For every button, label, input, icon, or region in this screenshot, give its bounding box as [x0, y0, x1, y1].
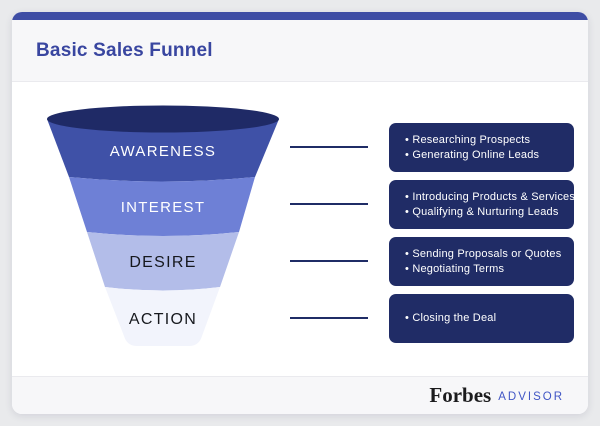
bullet-item: Generating Online Leads	[405, 148, 568, 163]
funnel-stage-desire-shape	[87, 232, 239, 291]
forbes-logo: Forbes	[429, 383, 492, 407]
bullet-item: Sending Proposals or Quotes	[405, 247, 568, 262]
detail-box-desire: Sending Proposals or Quotes Negotiating …	[389, 237, 574, 286]
bullet-item: Negotiating Terms	[405, 262, 568, 277]
card-footer: Forbes ADVISOR	[12, 376, 588, 414]
detail-box-awareness: Researching Prospects Generating Online …	[389, 123, 574, 172]
funnel-label-action: ACTION	[128, 311, 198, 328]
funnel-label-interest: INTEREST	[120, 199, 206, 216]
sales-funnel-graphic	[47, 105, 279, 346]
bullet-item: Closing the Deal	[405, 311, 568, 326]
top-accent-bar	[12, 12, 588, 20]
infographic-card: Basic Sales Funnel AWARENESS INTEREST DE…	[12, 12, 588, 414]
bullet-item: Qualifying & Nurturing Leads	[405, 205, 568, 220]
funnel-top-ellipse	[47, 105, 279, 133]
detail-box-action: Closing the Deal	[389, 294, 574, 343]
funnel-stage-action-shape	[105, 287, 220, 346]
advisor-logo-text: ADVISOR	[498, 391, 564, 403]
funnel-label-desire: DESIRE	[129, 254, 197, 271]
detail-box-interest: Introducing Products & Services Qualifyi…	[389, 180, 575, 229]
connector-line-desire	[290, 260, 368, 262]
bullet-item: Researching Prospects	[405, 133, 568, 148]
funnel-label-awareness: AWARENESS	[109, 143, 217, 160]
card-header: Basic Sales Funnel	[12, 20, 588, 82]
connector-line-action	[290, 317, 368, 319]
bullet-item: Introducing Products & Services	[405, 190, 575, 205]
page-title: Basic Sales Funnel	[36, 39, 213, 61]
diagram-area: AWARENESS INTEREST DESIRE ACTION Researc…	[12, 82, 588, 375]
funnel-stage-awareness-shape	[47, 119, 279, 182]
connector-line-interest	[290, 203, 368, 205]
funnel-stage-interest-shape	[69, 177, 255, 236]
connector-line-awareness	[290, 146, 368, 148]
